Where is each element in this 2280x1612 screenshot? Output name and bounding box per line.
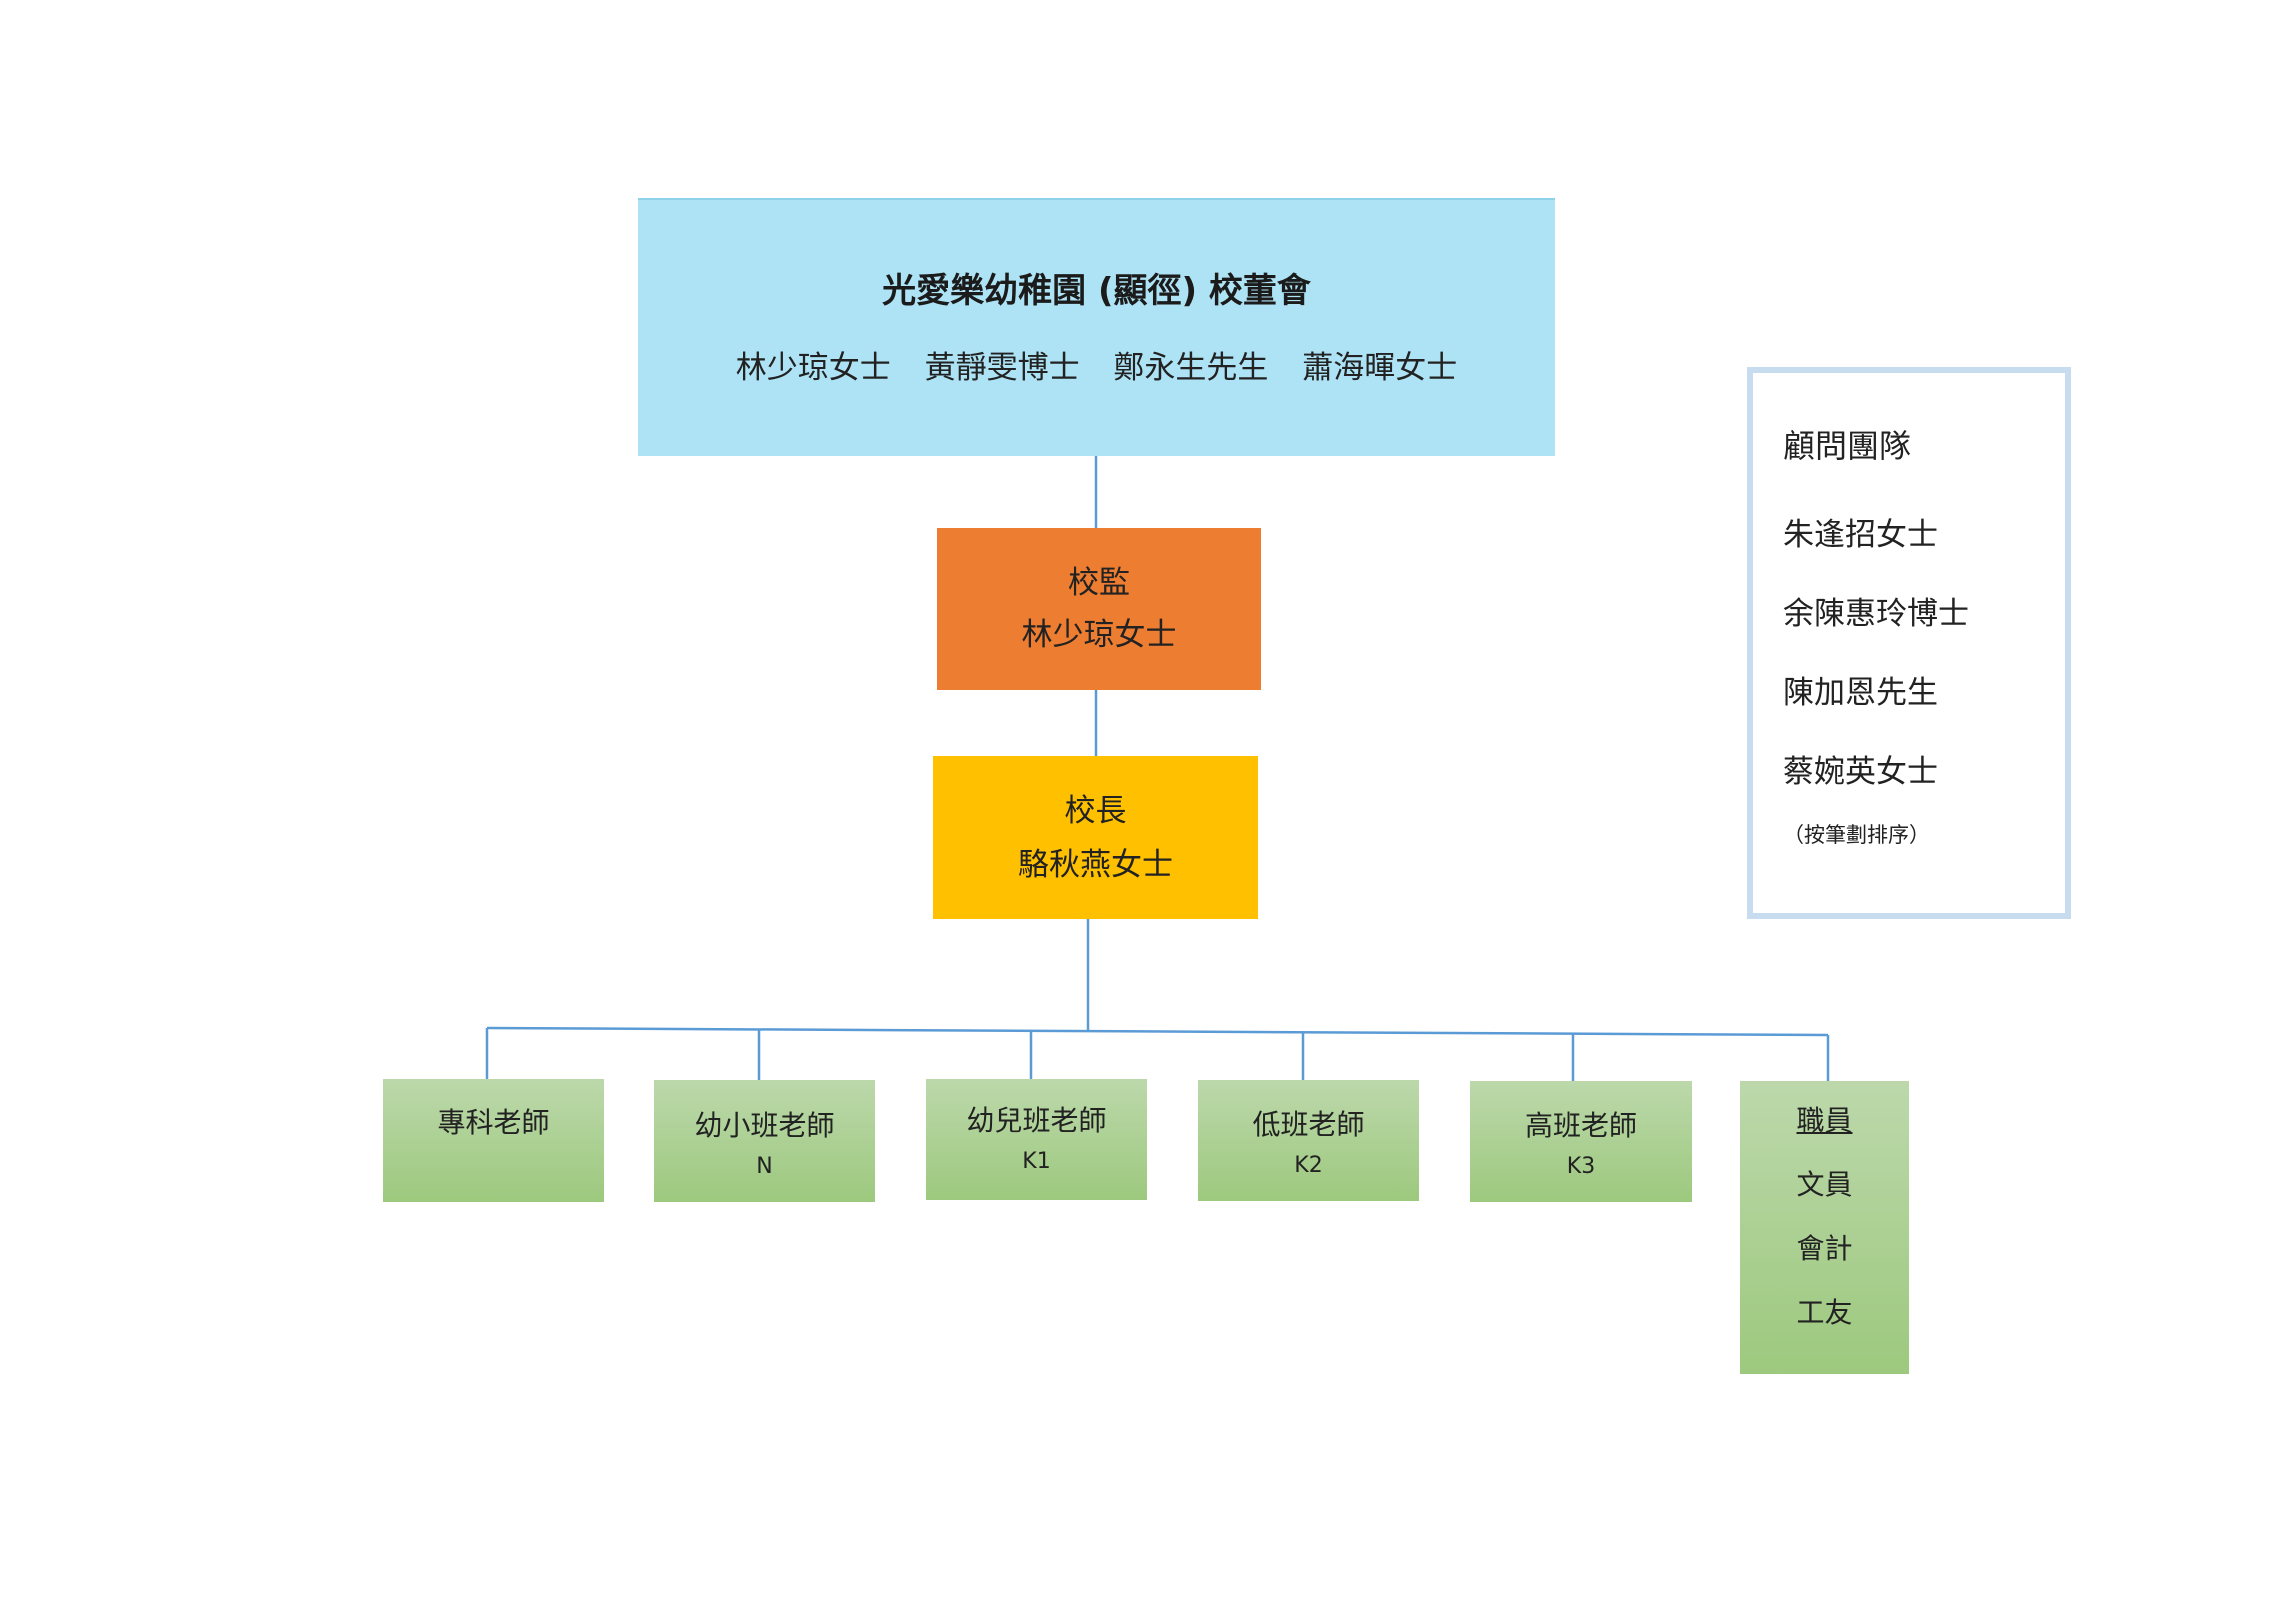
staff-heading: 職員 xyxy=(1796,1104,1853,1137)
team-box-k2: 低班老師 K2 xyxy=(1198,1080,1419,1201)
advisor-name: 朱逢招女士 xyxy=(1783,517,1938,553)
team-label: 幼小班老師 xyxy=(694,1108,835,1142)
advisory-sort-note: （按筆劃排序） xyxy=(1783,823,1930,847)
staff-box: 職員 文員 會計 工友 xyxy=(1740,1081,1909,1374)
advisor-name: 蔡婉英女士 xyxy=(1783,754,1938,790)
staff-item: 文員 xyxy=(1796,1168,1853,1201)
team-code: K1 xyxy=(1022,1149,1051,1174)
team-code: N xyxy=(756,1153,773,1179)
team-box-k3: 高班老師 K3 xyxy=(1470,1081,1692,1202)
horizontal-bus-line xyxy=(486,1026,1829,1037)
advisory-title: 顧問團隊 xyxy=(1783,427,1912,465)
board-members: 林少琼女士 黃靜雯博士 鄭永生先生 蕭海暉女士 xyxy=(735,350,1458,386)
team-code: K2 xyxy=(1294,1153,1323,1178)
advisory-team-box: 顧問團隊 朱逢招女士 余陳惠玲博士 陳加恩先生 蔡婉英女士 （按筆劃排序） xyxy=(1747,367,2071,919)
team-label: 低班老師 xyxy=(1252,1108,1365,1141)
team-box-nursery: 幼小班老師 N xyxy=(654,1080,875,1202)
team-label: 高班老師 xyxy=(1524,1109,1637,1142)
advisor-name: 余陳惠玲博士 xyxy=(1783,596,1969,632)
advisor-name: 陳加恩先生 xyxy=(1783,675,1938,711)
principal-box: 校長 駱秋燕女士 xyxy=(933,756,1258,919)
team-box-specialist: 專科老師 xyxy=(383,1079,604,1202)
staff-item: 會計 xyxy=(1796,1232,1853,1265)
team-label: 專科老師 xyxy=(437,1106,550,1139)
school-board-box: 光愛樂幼稚園 (顯徑) 校董會 林少琼女士 黃靜雯博士 鄭永生先生 蕭海暉女士 xyxy=(638,198,1555,456)
team-box-k1: 幼兒班老師 K1 xyxy=(926,1079,1147,1200)
staff-item: 工友 xyxy=(1796,1296,1853,1329)
supervisor-role: 校監 xyxy=(1068,565,1130,601)
principal-name: 駱秋燕女士 xyxy=(1018,846,1173,883)
principal-role: 校長 xyxy=(1064,792,1127,829)
team-label: 幼兒班老師 xyxy=(966,1104,1107,1137)
team-code: K3 xyxy=(1566,1154,1596,1179)
supervisor-name: 林少琼女士 xyxy=(1021,617,1177,653)
supervisor-box: 校監 林少琼女士 xyxy=(937,528,1261,690)
board-title: 光愛樂幼稚園 (顯徑) 校董會 xyxy=(882,271,1311,311)
